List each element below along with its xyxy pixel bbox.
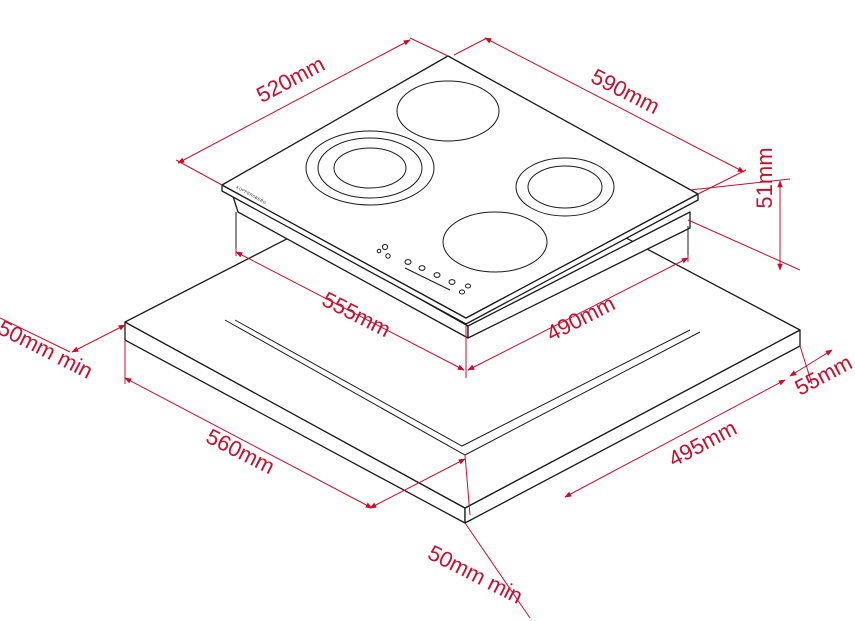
dim-line-hob-depth <box>177 39 411 164</box>
label-hob-height: 51mm <box>752 147 777 208</box>
label-hob-depth: 520mm <box>252 51 329 108</box>
dim-line-hob-width <box>484 37 745 173</box>
label-clearance-side: 50mm min <box>0 315 97 384</box>
dim-line-worktop-width <box>124 377 373 509</box>
dim-line-cutout-width <box>235 251 465 371</box>
control-power-symbol <box>381 243 389 251</box>
dim-line-cutout-depth <box>467 257 689 371</box>
label-edge-front: 55mm <box>791 350 855 401</box>
dim-line-clearance-side <box>71 324 126 353</box>
dim-line-edge-front <box>789 349 833 377</box>
label-clearance-front: 50mm min <box>424 540 527 609</box>
dim-line-clearance-front <box>369 458 466 509</box>
dim-line-worktop-depth <box>564 379 786 498</box>
dimension-lines <box>71 37 833 509</box>
label-worktop-width: 560mm <box>202 424 279 480</box>
